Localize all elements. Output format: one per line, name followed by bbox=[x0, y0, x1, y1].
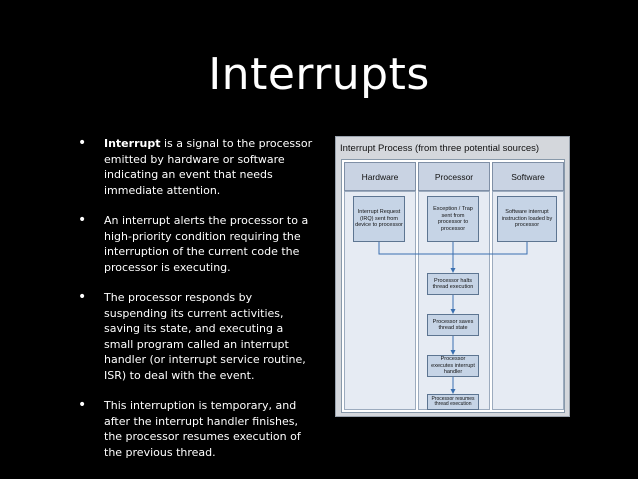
source-box-hardware: Interrupt Request (IRQ) sent from device… bbox=[353, 196, 405, 242]
step-box-handler: Processor executes interrupt handler bbox=[427, 355, 479, 377]
diagram-title: Interrupt Process (from three potential … bbox=[340, 143, 540, 154]
bullet-item: • An interrupt alerts the processor to a… bbox=[78, 213, 313, 275]
step-box-resume: Processor resumes thread execution bbox=[427, 394, 479, 410]
interrupt-process-diagram: Interrupt Process (from three potential … bbox=[335, 136, 570, 417]
bullet-dot-icon: • bbox=[78, 212, 87, 228]
arrow-software-merge bbox=[453, 242, 528, 255]
bullet-list: • Interrupt is a signal to the processor … bbox=[78, 136, 313, 475]
source-box-processor: Exception / Trap sent from processor to … bbox=[427, 196, 479, 242]
lane-header-hardware: Hardware bbox=[344, 162, 416, 191]
lane-header-software: Software bbox=[492, 162, 564, 191]
bullet-text: The processor responds by suspending its… bbox=[104, 291, 306, 382]
bullet-bold: Interrupt bbox=[104, 137, 161, 150]
slide-title: Interrupts bbox=[208, 49, 430, 100]
bullet-dot-icon: • bbox=[78, 135, 87, 151]
source-box-software: Software interrupt instruction loaded by… bbox=[497, 196, 557, 242]
bullet-dot-icon: • bbox=[78, 397, 87, 413]
step-box-save: Processor saves thread state bbox=[427, 314, 479, 336]
bullet-text: This interruption is temporary, and afte… bbox=[104, 399, 301, 459]
bullet-dot-icon: • bbox=[78, 289, 87, 305]
bullet-text: An interrupt alerts the processor to a h… bbox=[104, 214, 309, 274]
bullet-item: • Interrupt is a signal to the processor … bbox=[78, 136, 313, 198]
arrow-hardware-merge bbox=[378, 242, 453, 255]
diagram-canvas: Hardware Processor Software Interru bbox=[341, 159, 565, 413]
flow-arrows bbox=[378, 242, 528, 394]
bullet-text: is a signal to the processor emitted by … bbox=[104, 137, 313, 197]
lane-header-processor: Processor bbox=[418, 162, 490, 191]
bullet-item: • The processor responds by suspending it… bbox=[78, 290, 313, 383]
step-box-halt: Processor halts thread execution bbox=[427, 273, 479, 295]
bullet-item: • This interruption is temporary, and aft… bbox=[78, 398, 313, 460]
